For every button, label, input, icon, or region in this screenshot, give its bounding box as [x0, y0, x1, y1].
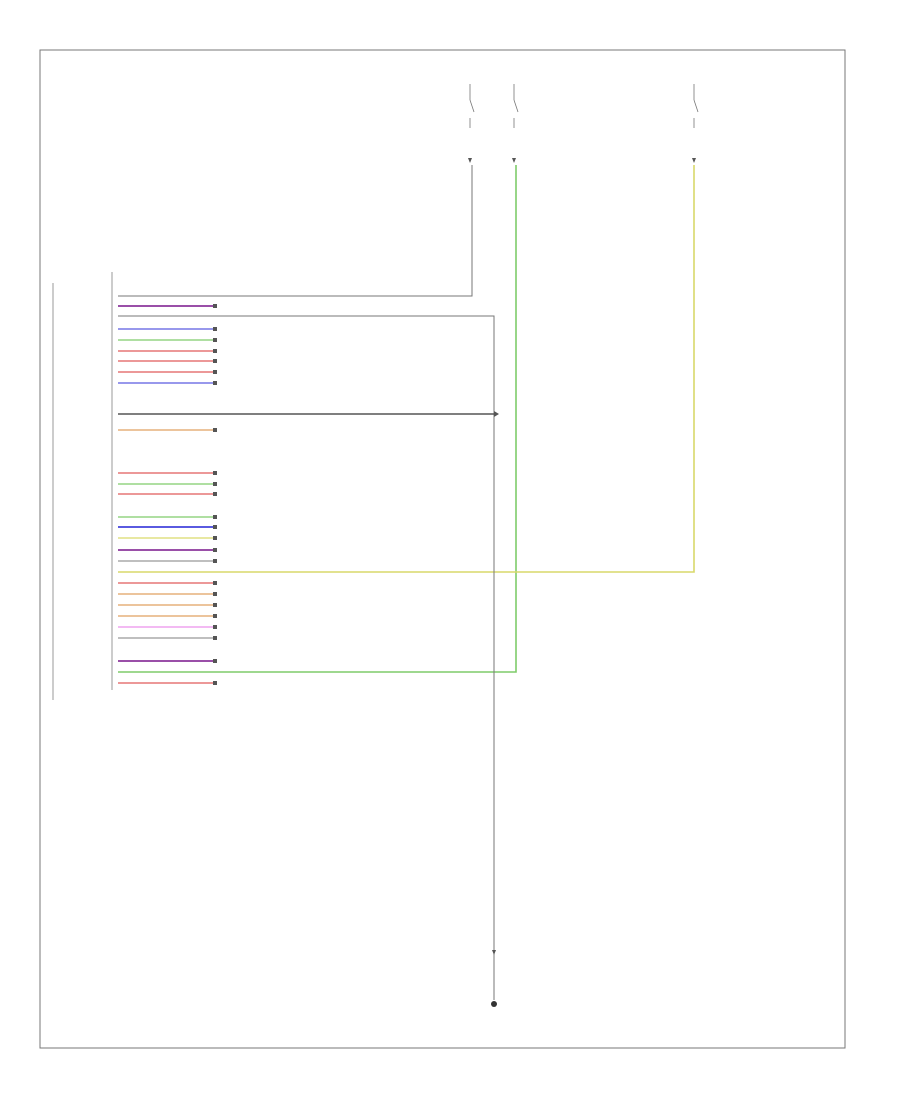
- bus-arrow: [494, 411, 499, 417]
- ground-point: [491, 950, 497, 1007]
- diagram-frame: [39, 49, 846, 1049]
- wire-yellow-fuse-c: [118, 165, 695, 573]
- connector-block-lower: [118, 472, 214, 684]
- connector-block-upper: [118, 305, 214, 431]
- wire-end-markers: [213, 304, 217, 685]
- fuse-b: [512, 84, 519, 163]
- ground-icon: [491, 1001, 497, 1007]
- fuse-a: [468, 84, 475, 163]
- fuse-c: [692, 84, 699, 163]
- wire-black-ground-bus: [118, 315, 495, 1000]
- wire-green-fuse-b: [118, 165, 517, 673]
- wire-black-fuse-a: [118, 165, 473, 297]
